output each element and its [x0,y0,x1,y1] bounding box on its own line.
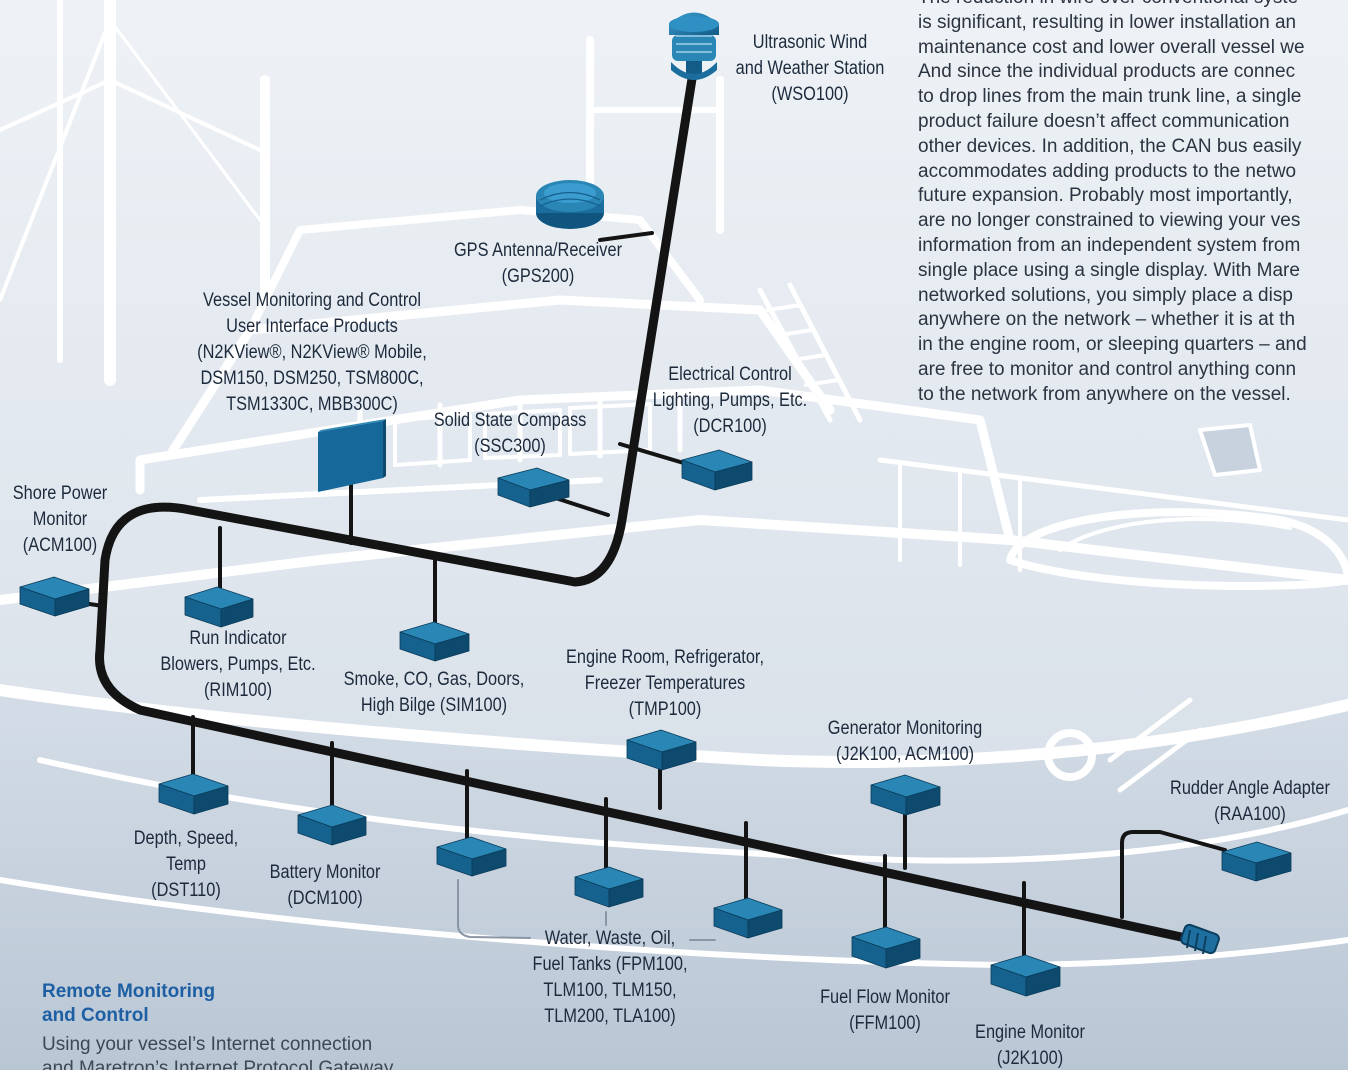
label-battery: Battery Monitor(DCM100) [269,862,381,909]
label-generator: Generator Monitoring(J2K100, ACM100) [827,718,983,765]
label-engine-monitor: Engine Monitor(J2K100) [975,1022,1085,1069]
run-indicator-device [184,586,254,628]
intro-line: information from an independent system f… [918,234,1301,256]
intro-line: other devices. In addition, the CAN bus … [918,135,1302,157]
gps-antenna-device [536,180,604,229]
intro-line: to the network from anywhere on the vess… [918,383,1291,405]
temperature-device [626,729,697,771]
battery-monitor-device [297,804,367,846]
shore-power-device [19,576,90,617]
intro-line: And since the individual products are co… [918,61,1296,83]
display-panel-device [318,419,386,492]
label-gps: GPS Antenna/Receiver(GPS200) [453,240,623,287]
tanks-leader-line [457,879,531,939]
label-compass: Solid State Compass(SSC300) [433,410,587,457]
smoke-detector-device [399,621,470,662]
intro-line: to drop lines from the main trunk line, … [918,86,1302,108]
label-rudder: Rudder Angle Adapter(RAA100) [1170,778,1330,825]
tank-monitor-device-3 [713,897,783,939]
intro-line: future expansion. Probably most importan… [918,185,1293,207]
wind-station-device [669,12,719,80]
fuel-flow-device [851,926,921,969]
engine-monitor-device [990,954,1061,997]
generator-device [870,774,941,816]
intro-line: anywhere on the network – whether it is … [918,309,1296,331]
intro-line: maintenance cost and lower overall vesse… [918,36,1305,58]
intro-line: are no longer constrained to viewing you… [918,210,1301,232]
drop-cable [598,231,654,242]
label-engine-room: Engine Room, Refrigerator,Freezer Temper… [565,647,764,720]
intro-paragraph: The reduction in wire over conventional … [918,0,1348,408]
compass-device [497,467,570,508]
intro-line: networked solutions, you simply place a … [918,284,1293,306]
intro-line: The reduction in wire over conventional … [918,0,1348,11]
intro-line: single place using a single display. Wit… [918,259,1300,281]
electrical-control-device [681,449,753,491]
drop-cable [1120,830,1227,919]
intro-line: are free to monitor and control anything… [918,358,1297,380]
intro-line: in the engine room, or sleeping quarters… [918,334,1307,356]
network-terminator [1180,923,1220,955]
tank-monitor-device-2 [574,866,644,908]
rudder-adapter-device [1221,841,1292,882]
label-depth: Depth, Speed,Temp(DST110) [133,828,239,901]
intro-line: accommodates adding products to the netw… [918,160,1297,182]
label-tanks: Water, Waste, Oil,Fuel Tanks (FPM100,TLM… [532,928,688,1027]
intro-line: product failure doesn’t affect communica… [918,110,1290,132]
label-smoke: Smoke, CO, Gas, Doors,High Bilge (SIM100… [343,669,525,716]
label-fuel-flow: Fuel Flow Monitor(FFM100) [820,987,950,1034]
depth-sensor-device [158,773,229,815]
backbone-cable [95,55,1200,945]
tank-monitor-device-1 [436,836,507,877]
intro-line: is significant, resulting in lower insta… [918,11,1297,33]
